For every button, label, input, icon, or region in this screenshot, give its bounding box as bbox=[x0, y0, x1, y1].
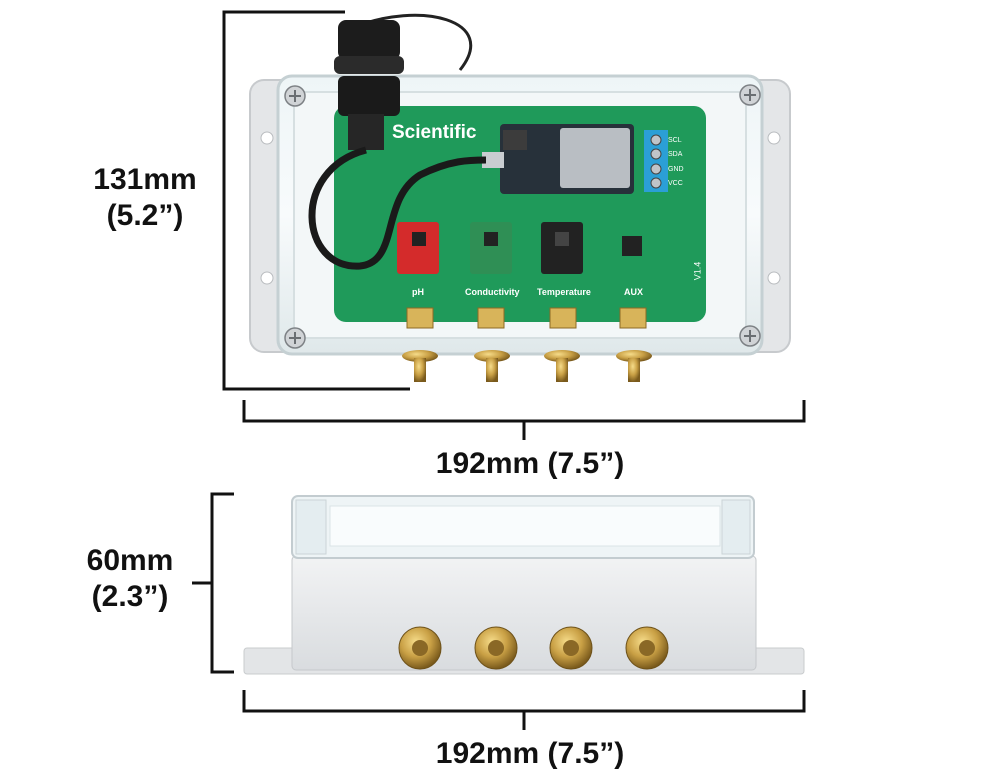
sma-connectors-side bbox=[398, 626, 669, 670]
ph-sensor-board bbox=[397, 222, 439, 274]
terminal-label-scl: SCL bbox=[668, 137, 682, 144]
sma-connectors-top bbox=[402, 350, 652, 382]
terminal-label-sda: SDA bbox=[668, 151, 683, 158]
top-width-bracket bbox=[242, 400, 806, 440]
enclosure-side-view bbox=[243, 495, 805, 675]
pcb-version-text: V1.4 bbox=[692, 261, 703, 281]
top-height-bracket bbox=[222, 10, 410, 391]
top-height-label: 131mm (5.2”) bbox=[70, 162, 220, 234]
side-width-bracket bbox=[242, 690, 806, 730]
temperature-sensor-board bbox=[541, 222, 583, 274]
top-width-label: 192mm (7.5”) bbox=[435, 447, 625, 480]
cable-gland bbox=[308, 13, 487, 270]
sensor-label-conductivity: Conductivity bbox=[465, 287, 520, 297]
pcb-board bbox=[334, 106, 706, 329]
sensor-label-ph: pH bbox=[412, 287, 424, 297]
pcb-brand-text: Scientific bbox=[392, 122, 477, 143]
top-height-in: (5.2”) bbox=[106, 199, 184, 232]
side-width-label: 192mm (7.5”) bbox=[435, 737, 625, 770]
terminal-label-vcc: VCC bbox=[668, 180, 683, 187]
side-height-mm: 60mm bbox=[86, 544, 174, 577]
sensor-label-aux: AUX bbox=[624, 287, 644, 297]
side-height-bracket bbox=[192, 492, 234, 674]
aux-chip bbox=[622, 236, 642, 256]
top-height-mm: 131mm bbox=[93, 163, 197, 196]
side-height-label: 60mm (2.3”) bbox=[60, 543, 200, 615]
side-height-in: (2.3”) bbox=[91, 580, 169, 613]
sensor-label-temperature: Temperature bbox=[537, 287, 591, 297]
conductivity-sensor-board bbox=[470, 222, 512, 274]
terminal-label-gnd: GND bbox=[668, 166, 684, 173]
